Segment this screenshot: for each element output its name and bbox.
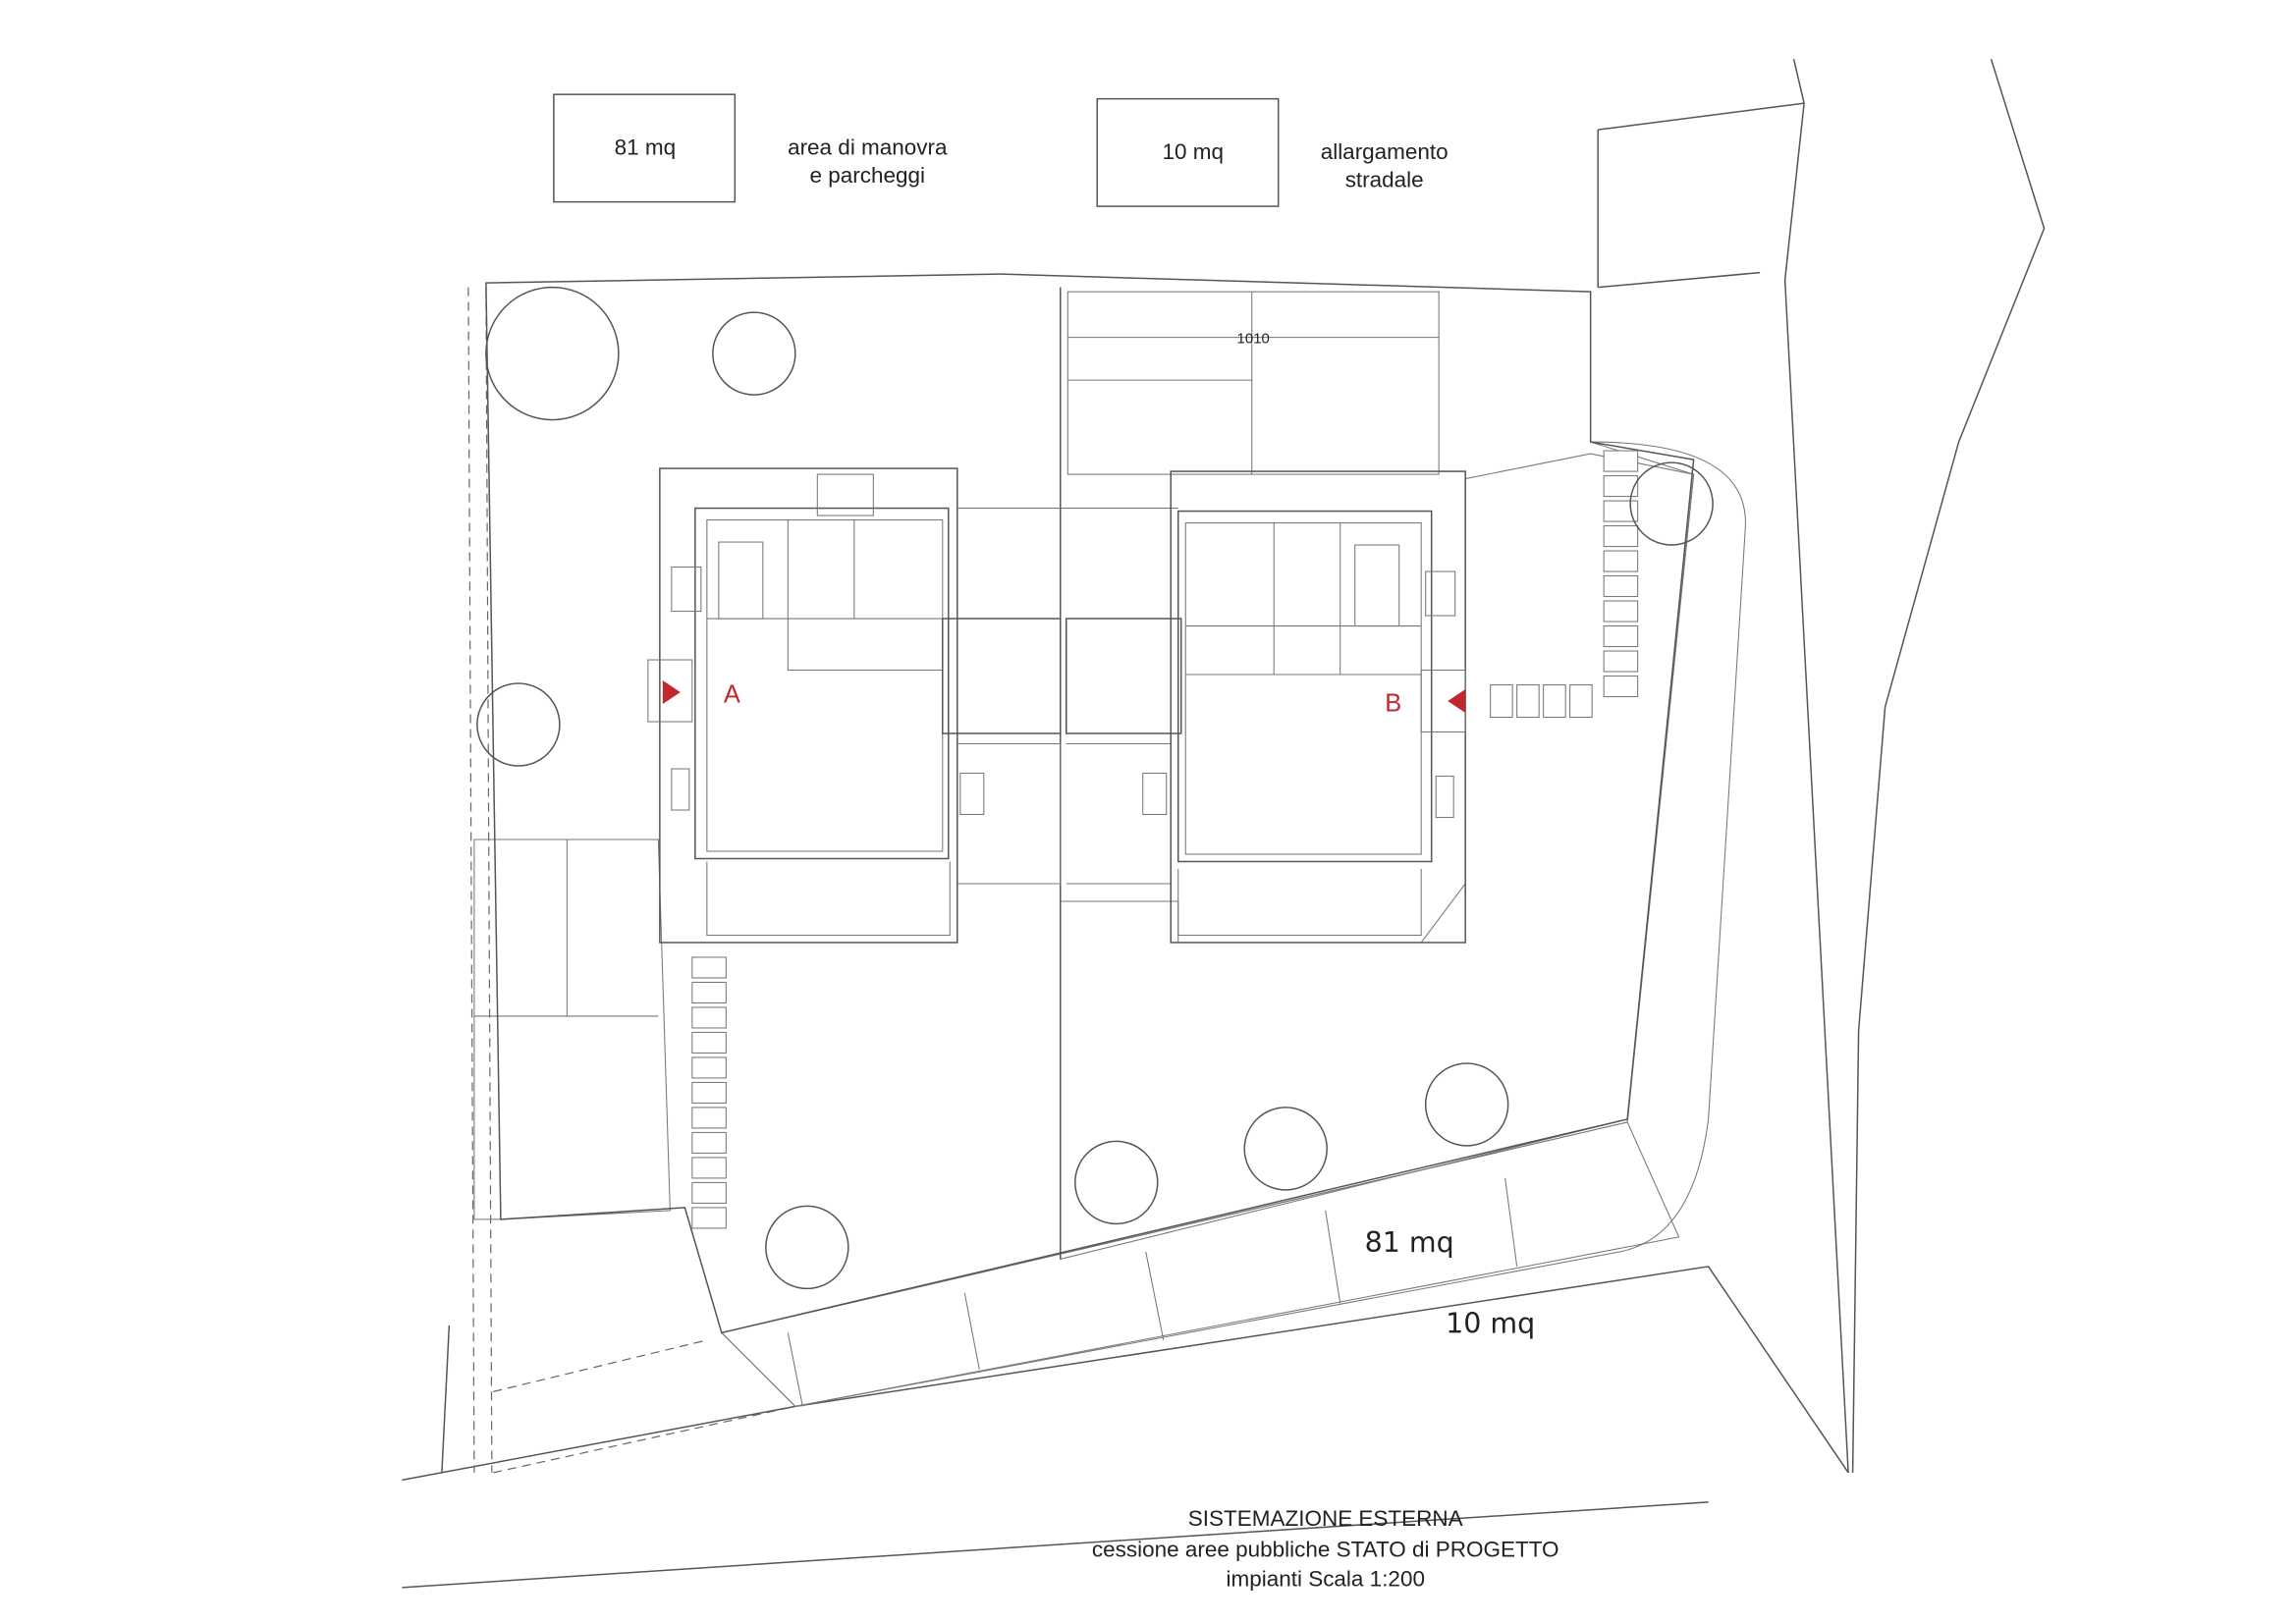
stepping-stone xyxy=(1603,650,1639,673)
stepping-stone xyxy=(691,1181,727,1204)
tree-icon xyxy=(1629,461,1714,546)
public-strip-area xyxy=(720,1121,1680,1407)
stepping-stone xyxy=(1569,684,1593,719)
lot-boundary xyxy=(485,273,1695,1334)
strip-area-label: 81 mq xyxy=(1365,1226,1454,1259)
title-line-1: SISTEMAZIONE ESTERNA xyxy=(1188,1506,1463,1531)
widening-area-label: 10 mq xyxy=(1446,1307,1535,1339)
stepping-stone xyxy=(1603,600,1639,622)
title-line-2: cessione aree pubbliche STATO di PROGETT… xyxy=(1092,1537,1559,1561)
stepping-stone xyxy=(1603,625,1639,648)
legend-label: area di manovra xyxy=(788,135,948,160)
stepping-stone xyxy=(691,1207,727,1229)
legend-label: e parcheggi xyxy=(810,163,926,188)
tree-icon xyxy=(712,311,796,396)
legend-maneuver-parking: 81 mq area di manovra e parcheggi xyxy=(553,93,948,203)
dimension-label: 1010 xyxy=(1237,331,1270,348)
legend-label: allargamento xyxy=(1321,139,1449,164)
parking-area-left xyxy=(473,839,671,1220)
stepping-stone xyxy=(1603,575,1639,598)
building-unit-a xyxy=(647,467,958,944)
tree-icon xyxy=(765,1205,849,1290)
stepping-stones xyxy=(691,450,1639,1229)
stepping-stone xyxy=(691,1056,727,1079)
tree-icon xyxy=(1424,1062,1509,1147)
road-widening-area xyxy=(720,441,1746,1407)
unit-a-label: A xyxy=(724,681,740,709)
legend-label: stradale xyxy=(1345,168,1424,192)
stepping-stone xyxy=(1490,684,1513,719)
tree-icon xyxy=(485,286,620,421)
entrance-marker-a-icon xyxy=(662,680,681,705)
title-line-3: impianti Scala 1:200 xyxy=(1226,1566,1424,1591)
stepping-stone xyxy=(1603,500,1639,522)
entrance-marker-b-icon xyxy=(1448,689,1466,714)
drawing-title: SISTEMAZIONE ESTERNA cessione aree pubbl… xyxy=(1092,1506,1559,1591)
stepping-stone xyxy=(1603,525,1639,548)
tree-icon xyxy=(1243,1107,1328,1191)
stepping-stone xyxy=(691,981,727,1003)
unit-b-label: B xyxy=(1385,690,1401,718)
stepping-stone xyxy=(691,1006,727,1029)
legend-area-value: 81 mq xyxy=(615,135,677,160)
surrounding-roads xyxy=(402,58,2046,1589)
building-middle xyxy=(942,508,1182,885)
stepping-stone xyxy=(1516,684,1540,719)
green-hatched-area xyxy=(1060,453,1695,1261)
stepping-stone xyxy=(691,956,727,979)
stepping-stone xyxy=(1603,475,1639,498)
stepping-stone xyxy=(1603,550,1639,572)
tree-icon xyxy=(1074,1140,1159,1225)
tree-icon xyxy=(476,682,561,767)
trees xyxy=(476,286,1714,1290)
legend-area-value: 10 mq xyxy=(1162,139,1224,164)
stepping-stone xyxy=(1603,450,1639,472)
parking-area-top xyxy=(1066,291,1440,475)
stepping-stone xyxy=(691,1157,727,1179)
legend-road-widening: 10 mq allargamento stradale xyxy=(1096,97,1449,207)
building-unit-b xyxy=(1170,470,1466,944)
stepping-stone xyxy=(691,1107,727,1129)
stepping-stone xyxy=(1603,676,1639,698)
stepping-stone xyxy=(691,1031,727,1054)
stepping-stone xyxy=(1543,684,1566,719)
stepping-stone xyxy=(691,1131,727,1154)
stepping-stone xyxy=(691,1081,727,1104)
